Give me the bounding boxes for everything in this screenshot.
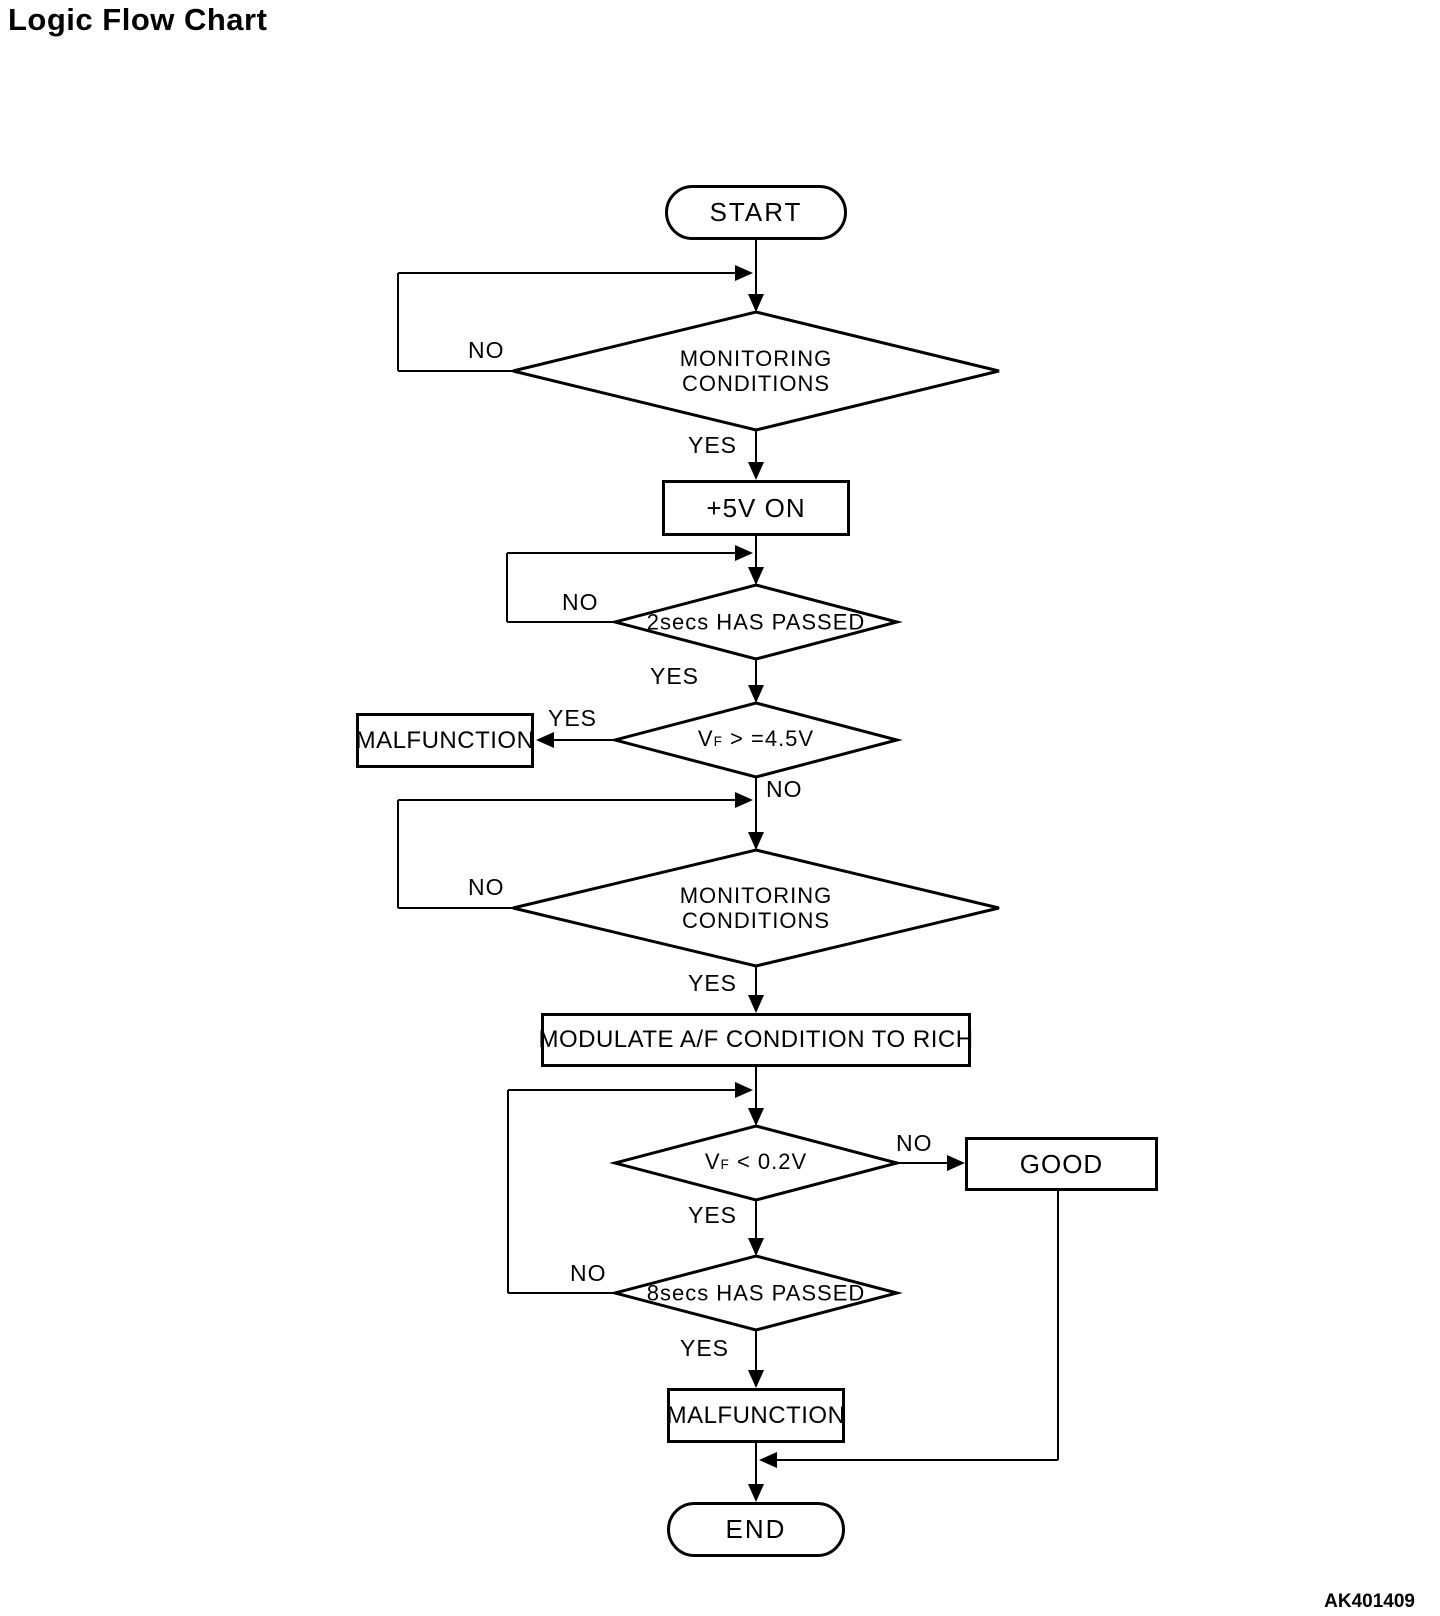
vf-high-condition: > =4.5V [722, 726, 815, 751]
node-start-label: START [709, 197, 803, 227]
vf-low-base: V [704, 1149, 721, 1174]
node-plus-5v-on: +5V ON [662, 480, 850, 536]
flow-lines [397, 240, 1059, 1500]
decision-monitoring-2-line1: MONITORING [679, 883, 833, 908]
node-modulate-af-rich-label: MODULATE A/F CONDITION TO RICH [538, 1026, 974, 1053]
node-start: START [665, 185, 847, 240]
arrowheads [536, 265, 965, 1502]
decision-vf-low-shape [609, 1124, 903, 1202]
edge-label-vf-high-yes: YES [548, 705, 598, 731]
vf-low-condition: < 0.2V [729, 1149, 808, 1174]
decision-monitoring-1-label: MONITORING CONDITIONS [680, 346, 833, 396]
decision-8secs-label: 8secs HAS PASSED [646, 1280, 866, 1306]
edge-label-2secs-yes: YES [650, 663, 700, 689]
decision-monitoring-2-line2: CONDITIONS [681, 908, 831, 933]
edge-label-2secs-no: NO [562, 589, 599, 615]
edge-label-monitoring2-yes: YES [688, 970, 738, 996]
decision-monitoring-1-line2: CONDITIONS [681, 371, 831, 396]
page-title: Logic Flow Chart [8, 2, 268, 37]
vf-low-subscript: F [720, 1157, 730, 1172]
edge-label-vf-high-no: NO [766, 776, 803, 802]
edge-label-monitoring2-no: NO [468, 874, 505, 900]
edge-label-8secs-yes: YES [680, 1335, 730, 1361]
node-modulate-af-rich: MODULATE A/F CONDITION TO RICH [538, 1013, 974, 1067]
decision-8secs-shape [609, 1254, 903, 1332]
node-malfunction-1: MALFUNCTION [356, 713, 534, 768]
decision-monitoring-1-line1: MONITORING [679, 346, 833, 371]
node-good: GOOD [965, 1137, 1158, 1191]
vf-high-base: V [697, 726, 714, 751]
decision-vf-high-label: VF > =4.5V [698, 726, 814, 754]
node-end: END [667, 1502, 845, 1557]
figure-code: AK401409 [1324, 1591, 1415, 1612]
edge-label-vf-low-no: NO [896, 1130, 933, 1156]
decision-2secs-shape [609, 583, 903, 661]
decision-monitoring-2-label: MONITORING CONDITIONS [680, 883, 833, 933]
decision-vf-low-label: VF < 0.2V [705, 1149, 807, 1177]
decision-2secs-label: 2secs HAS PASSED [646, 609, 866, 635]
node-end-label: END [725, 1514, 787, 1544]
decision-diamonds [512, 310, 1000, 1332]
vf-high-subscript: F [713, 734, 723, 749]
edge-label-monitoring1-yes: YES [688, 432, 738, 458]
decision-monitoring-1-shape [512, 310, 1000, 432]
node-malfunction-2: MALFUNCTION [667, 1388, 845, 1443]
edge-label-vf-low-yes: YES [688, 1202, 738, 1228]
node-malfunction-2-label: MALFUNCTION [666, 1401, 846, 1429]
edge-label-8secs-no: NO [570, 1260, 607, 1286]
decision-vf-high-shape [609, 701, 903, 779]
node-plus-5v-on-label: +5V ON [706, 492, 806, 523]
edge-label-monitoring1-no: NO [468, 337, 505, 363]
node-malfunction-1-label: MALFUNCTION [355, 726, 535, 754]
decision-monitoring-2-shape [512, 848, 1000, 968]
node-good-label: GOOD [1019, 1148, 1104, 1179]
